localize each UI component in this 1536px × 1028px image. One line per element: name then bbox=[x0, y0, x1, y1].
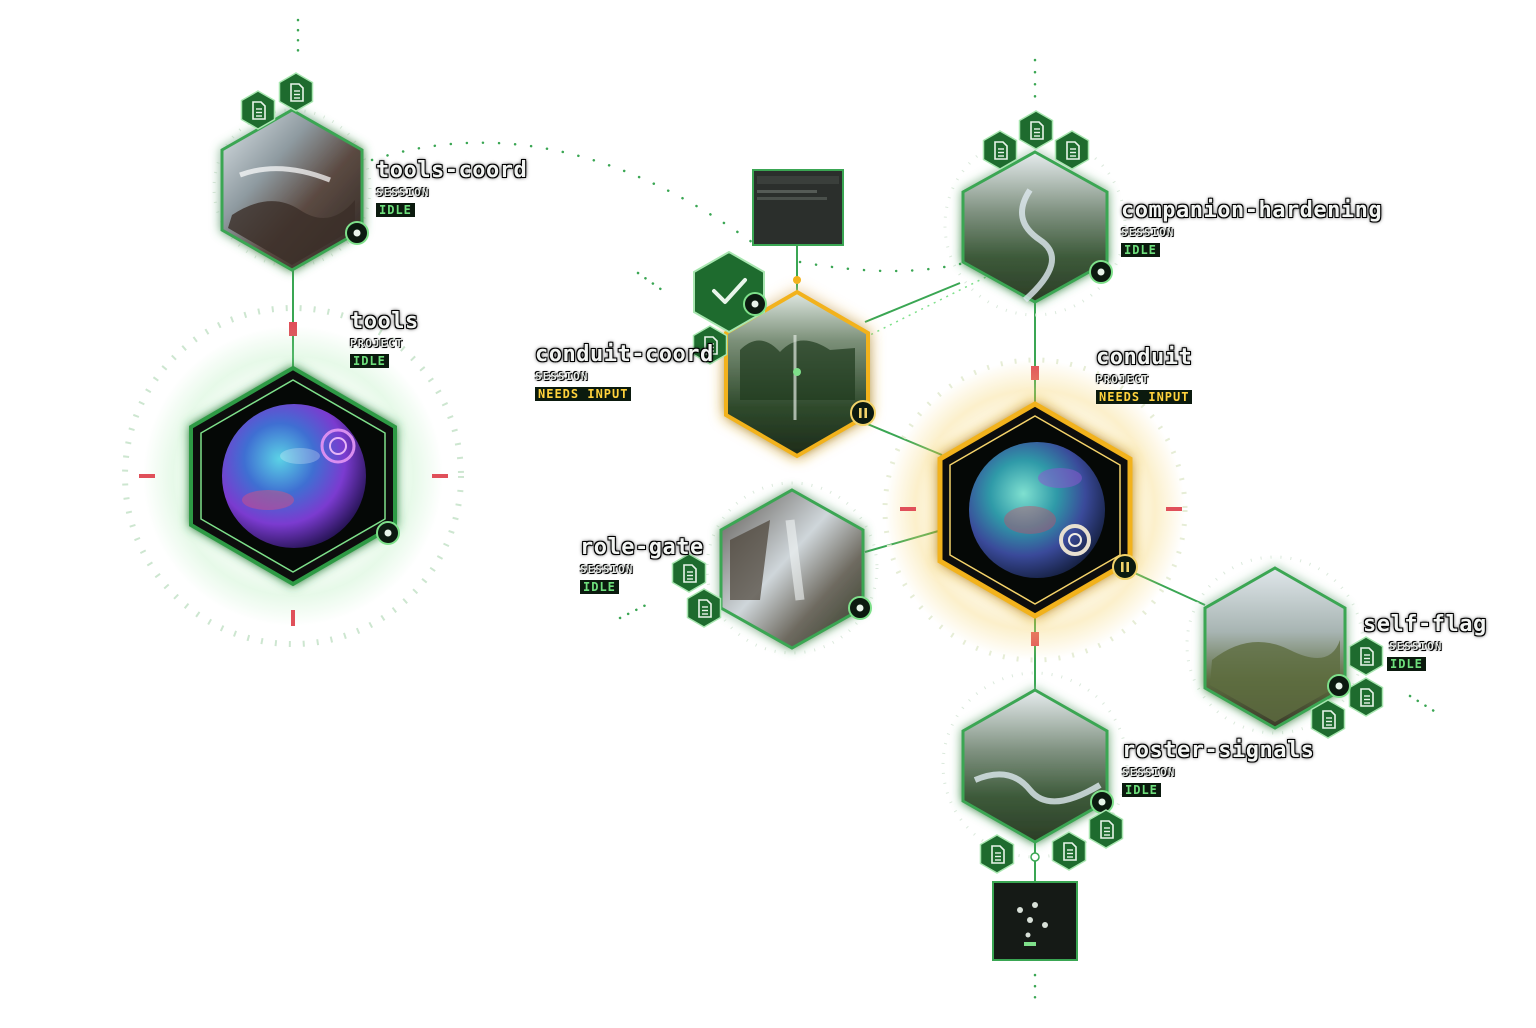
document-icon[interactable] bbox=[1018, 110, 1054, 150]
status-dot-icon[interactable] bbox=[1089, 260, 1113, 284]
node-kind: PROJECT bbox=[350, 337, 404, 350]
node-name[interactable]: conduit bbox=[1096, 345, 1193, 370]
document-icon[interactable] bbox=[1054, 130, 1090, 170]
status-dot-icon[interactable] bbox=[848, 596, 872, 620]
node-kind: SESSION bbox=[535, 370, 589, 383]
status-badge: IDLE bbox=[580, 580, 619, 594]
label-roster-signals: roster-signals SESSION IDLE bbox=[1122, 740, 1314, 797]
label-conduit: conduit PROJECT NEEDS INPUT bbox=[1096, 345, 1193, 404]
node-roster-signals[interactable] bbox=[941, 671, 1129, 961]
status-badge: IDLE bbox=[1121, 243, 1160, 257]
label-companion-hardening: companion-hardening SESSION IDLE bbox=[1121, 200, 1382, 257]
document-icon[interactable] bbox=[1088, 809, 1124, 849]
label-tools: tools PROJECT IDLE bbox=[350, 311, 419, 368]
node-tools[interactable] bbox=[122, 305, 464, 647]
node-kind: PROJECT bbox=[1096, 373, 1150, 386]
status-dot-icon[interactable] bbox=[743, 292, 767, 316]
document-icon[interactable] bbox=[686, 588, 722, 628]
node-role-gate[interactable] bbox=[671, 481, 879, 655]
pause-icon[interactable] bbox=[1112, 554, 1138, 580]
document-icon[interactable] bbox=[979, 834, 1015, 874]
planet-icon bbox=[222, 404, 366, 548]
status-dot-icon[interactable] bbox=[376, 521, 400, 545]
node-kind: SESSION bbox=[376, 186, 430, 199]
status-badge: IDLE bbox=[350, 354, 389, 368]
status-badge: IDLE bbox=[376, 203, 415, 217]
node-name[interactable]: roster-signals bbox=[1122, 738, 1315, 763]
node-name[interactable]: self-flag bbox=[1363, 612, 1487, 637]
document-icon[interactable] bbox=[1348, 677, 1384, 717]
node-kind: SESSION bbox=[1389, 640, 1443, 653]
node-name[interactable]: role-gate bbox=[580, 535, 704, 560]
label-tools-coord: tools-coord SESSION IDLE bbox=[376, 160, 527, 217]
label-role-gate: role-gate SESSION IDLE bbox=[580, 537, 704, 594]
node-name[interactable]: tools bbox=[350, 309, 419, 334]
node-name[interactable]: tools-coord bbox=[376, 158, 528, 183]
status-dot-icon[interactable] bbox=[345, 221, 369, 245]
node-conduit[interactable] bbox=[882, 357, 1188, 663]
status-badge: NEEDS INPUT bbox=[535, 387, 632, 401]
node-kind: SESSION bbox=[580, 563, 634, 576]
status-badge: NEEDS INPUT bbox=[1096, 390, 1193, 404]
node-self-flag[interactable] bbox=[1185, 555, 1384, 739]
document-icon[interactable] bbox=[1051, 831, 1087, 871]
node-kind: SESSION bbox=[1122, 766, 1176, 779]
status-dot-icon[interactable] bbox=[1327, 674, 1351, 698]
preview-thumbnail[interactable] bbox=[992, 881, 1078, 961]
document-icon[interactable] bbox=[278, 72, 314, 112]
node-tools-coord[interactable] bbox=[212, 72, 372, 272]
status-badge: IDLE bbox=[1122, 783, 1161, 797]
node-name[interactable]: conduit-coord bbox=[535, 342, 714, 367]
pause-icon[interactable] bbox=[850, 400, 876, 426]
status-badge: IDLE bbox=[1387, 657, 1426, 671]
node-companion-hardening[interactable] bbox=[943, 110, 1127, 317]
node-conduit-coord[interactable] bbox=[692, 169, 876, 459]
node-name[interactable]: companion-hardening bbox=[1121, 198, 1383, 223]
status-dot-icon[interactable] bbox=[1090, 790, 1114, 814]
label-conduit-coord: conduit-coord SESSION NEEDS INPUT bbox=[535, 344, 714, 401]
node-kind: SESSION bbox=[1121, 226, 1175, 239]
document-icon[interactable] bbox=[982, 130, 1018, 170]
label-self-flag: self-flag SESSION IDLE bbox=[1363, 614, 1487, 671]
